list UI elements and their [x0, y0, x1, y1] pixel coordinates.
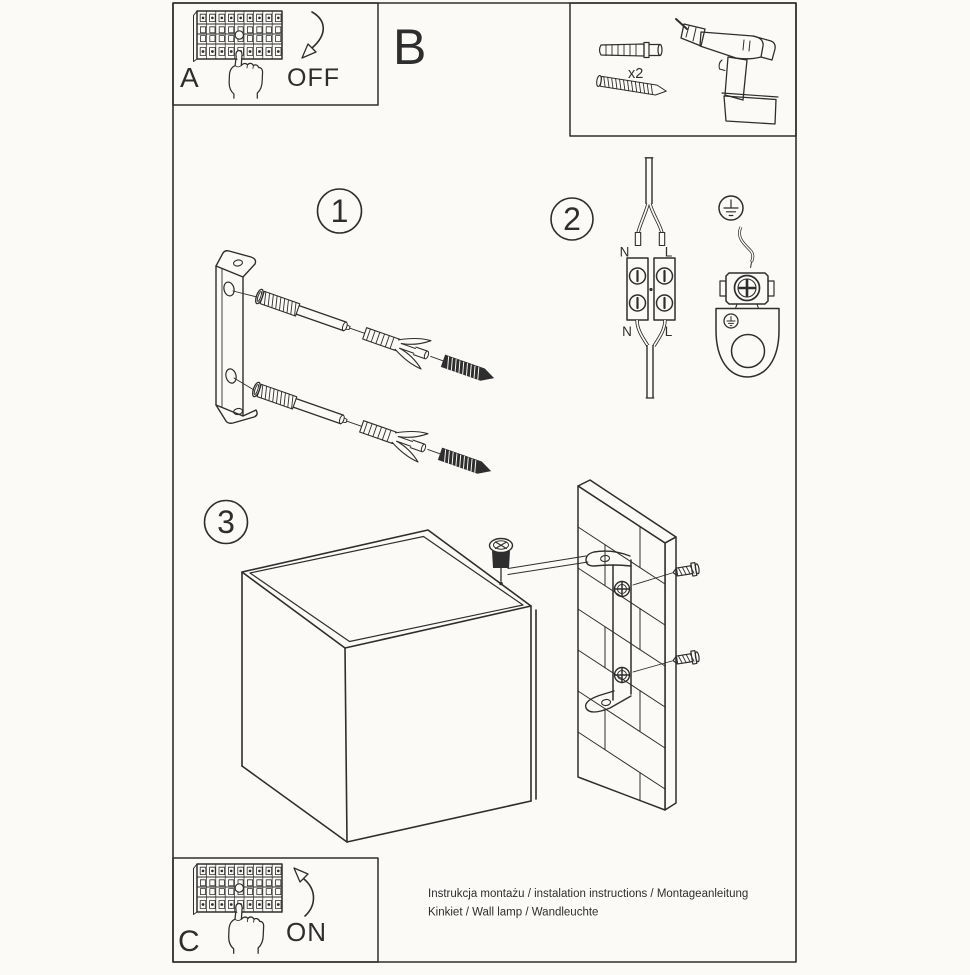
wire-label-n-out: N: [622, 324, 632, 339]
wall-screw-icon: [632, 561, 701, 586]
terminal-block-icon: [626, 257, 676, 321]
set-screw-icon: [488, 537, 514, 586]
step1-badge: [316, 188, 363, 234]
tools-box: [569, 2, 797, 137]
screw-quantity-label: x2: [628, 66, 643, 82]
wire-label-l-out: L: [665, 324, 673, 339]
footer-line1: Instrukcja montażu / instalation instruc…: [428, 888, 748, 900]
wall-screw-icon: [632, 649, 701, 673]
wire-label-l-in: L: [665, 245, 673, 260]
mains-cable-icon: [634, 157, 666, 247]
pointing-hand-icon: [228, 902, 265, 954]
step3-badge: [203, 499, 249, 545]
power-off-arrow-icon: [301, 11, 325, 59]
screw-icon: [596, 75, 667, 96]
section-a-box: [172, 2, 379, 106]
anchor-assembly: [232, 280, 500, 394]
wall-bracket-icon: [584, 550, 632, 713]
cube-lamp-icon: [241, 529, 589, 843]
wire-label-n-in: N: [620, 245, 630, 260]
section-c-label: C: [178, 925, 200, 958]
step2-badge: [550, 197, 594, 241]
section-b-label: B: [393, 19, 426, 75]
wall-plug-icon: [598, 41, 663, 59]
ground-terminal-icon: [719, 272, 775, 305]
step1-number: 1: [331, 193, 349, 229]
step2-number: 2: [563, 201, 581, 237]
step3-number: 3: [217, 504, 235, 540]
anchor-assembly: [233, 373, 497, 487]
power-on-arrow-icon: [293, 867, 315, 917]
footer-line2: Kinkiet / Wall lamp / Wandleuchte: [428, 907, 598, 919]
section-a-label: A: [180, 62, 199, 93]
ground-wire-icon: [738, 226, 755, 268]
mounting-bracket-icon: [215, 250, 258, 424]
section-c-box: [172, 857, 379, 963]
lamp-base-icon: [715, 303, 780, 378]
on-label: ON: [286, 917, 327, 947]
lamp-cable-icon: [635, 319, 667, 399]
pointing-hand-icon: [228, 49, 264, 99]
drill-icon: [675, 18, 779, 125]
off-label: OFF: [287, 64, 340, 92]
frame-border: [172, 2, 797, 963]
ground-symbol-icon: [718, 195, 744, 221]
brick-wall-icon: [577, 479, 677, 811]
